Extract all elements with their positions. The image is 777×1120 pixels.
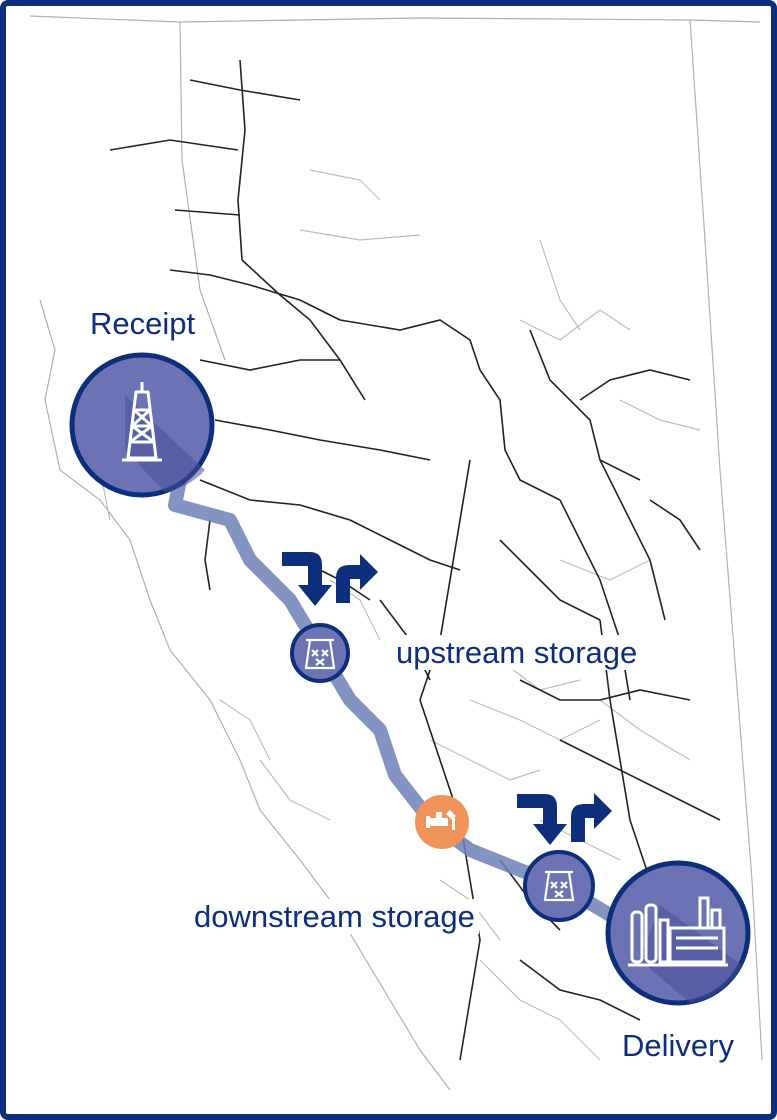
inject-arrow-icon [282,552,332,606]
receipt-label: Receipt [90,306,196,341]
drilling-rig-icon [122,382,162,462]
inject-arrow-icon [517,794,567,845]
storage-tank-icon [543,870,575,902]
withdraw-arrow-icon [571,793,612,842]
withdraw-arrow-icon [336,554,378,603]
upstream-storage-label: upstream storage [392,635,642,670]
storage-tank-icon [304,638,336,670]
compressor-station-icon [426,810,456,830]
downstream-storage-label: downstream storage [190,899,479,934]
industrial-plant-icon [628,896,728,967]
receipt-node [69,352,215,498]
compressor-station [415,795,469,849]
delivery-label: Delivery [618,1028,738,1063]
downstream-storage-node [523,850,595,922]
upstream-storage-arrows [282,552,378,606]
highlighted-pipeline-route [168,473,617,922]
upstream-storage-node [290,623,350,683]
province-outline [29,15,763,1091]
delivery-node [605,860,751,1006]
downstream-storage-arrows [517,793,612,845]
